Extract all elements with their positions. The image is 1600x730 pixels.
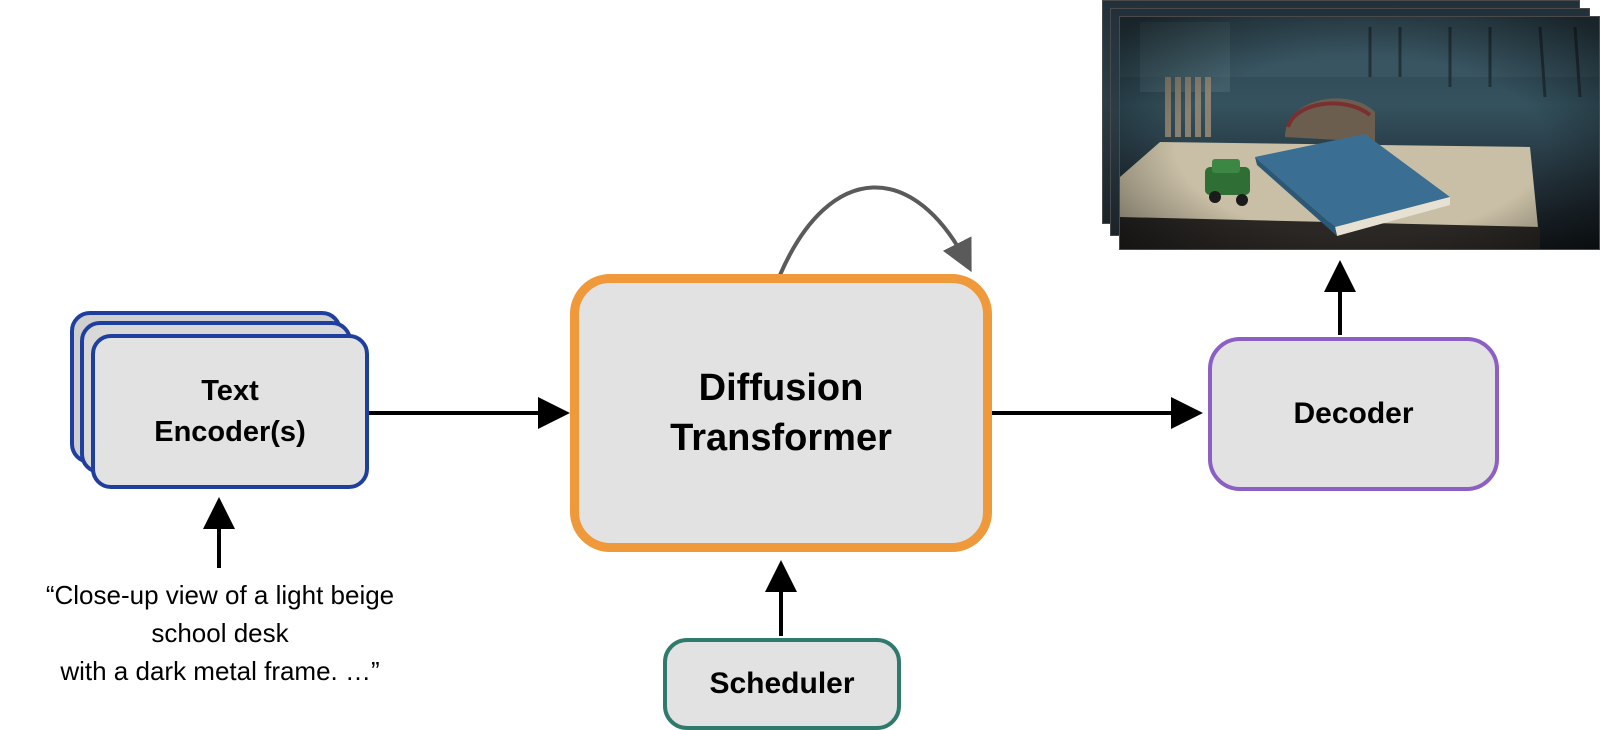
text-encoder-box: Text Encoder(s) — [91, 334, 369, 489]
frame-scene-image — [1120, 17, 1599, 249]
decoder-box: Decoder — [1208, 337, 1499, 491]
diffusion-transformer-label: Diffusion Transformer — [670, 367, 892, 459]
loop-arrow — [778, 185, 972, 276]
scheduler-label: Scheduler — [709, 667, 855, 700]
prompt-text: “Close-up view of a light beige school d… — [45, 580, 395, 686]
scheduler-box: Scheduler — [663, 638, 901, 730]
generated-frame-front — [1119, 16, 1600, 250]
text-encoder-label: Text Encoder(s) — [154, 374, 306, 448]
decoder-label: Decoder — [1293, 397, 1414, 430]
diffusion-transformer-box: Diffusion Transformer — [570, 274, 992, 552]
